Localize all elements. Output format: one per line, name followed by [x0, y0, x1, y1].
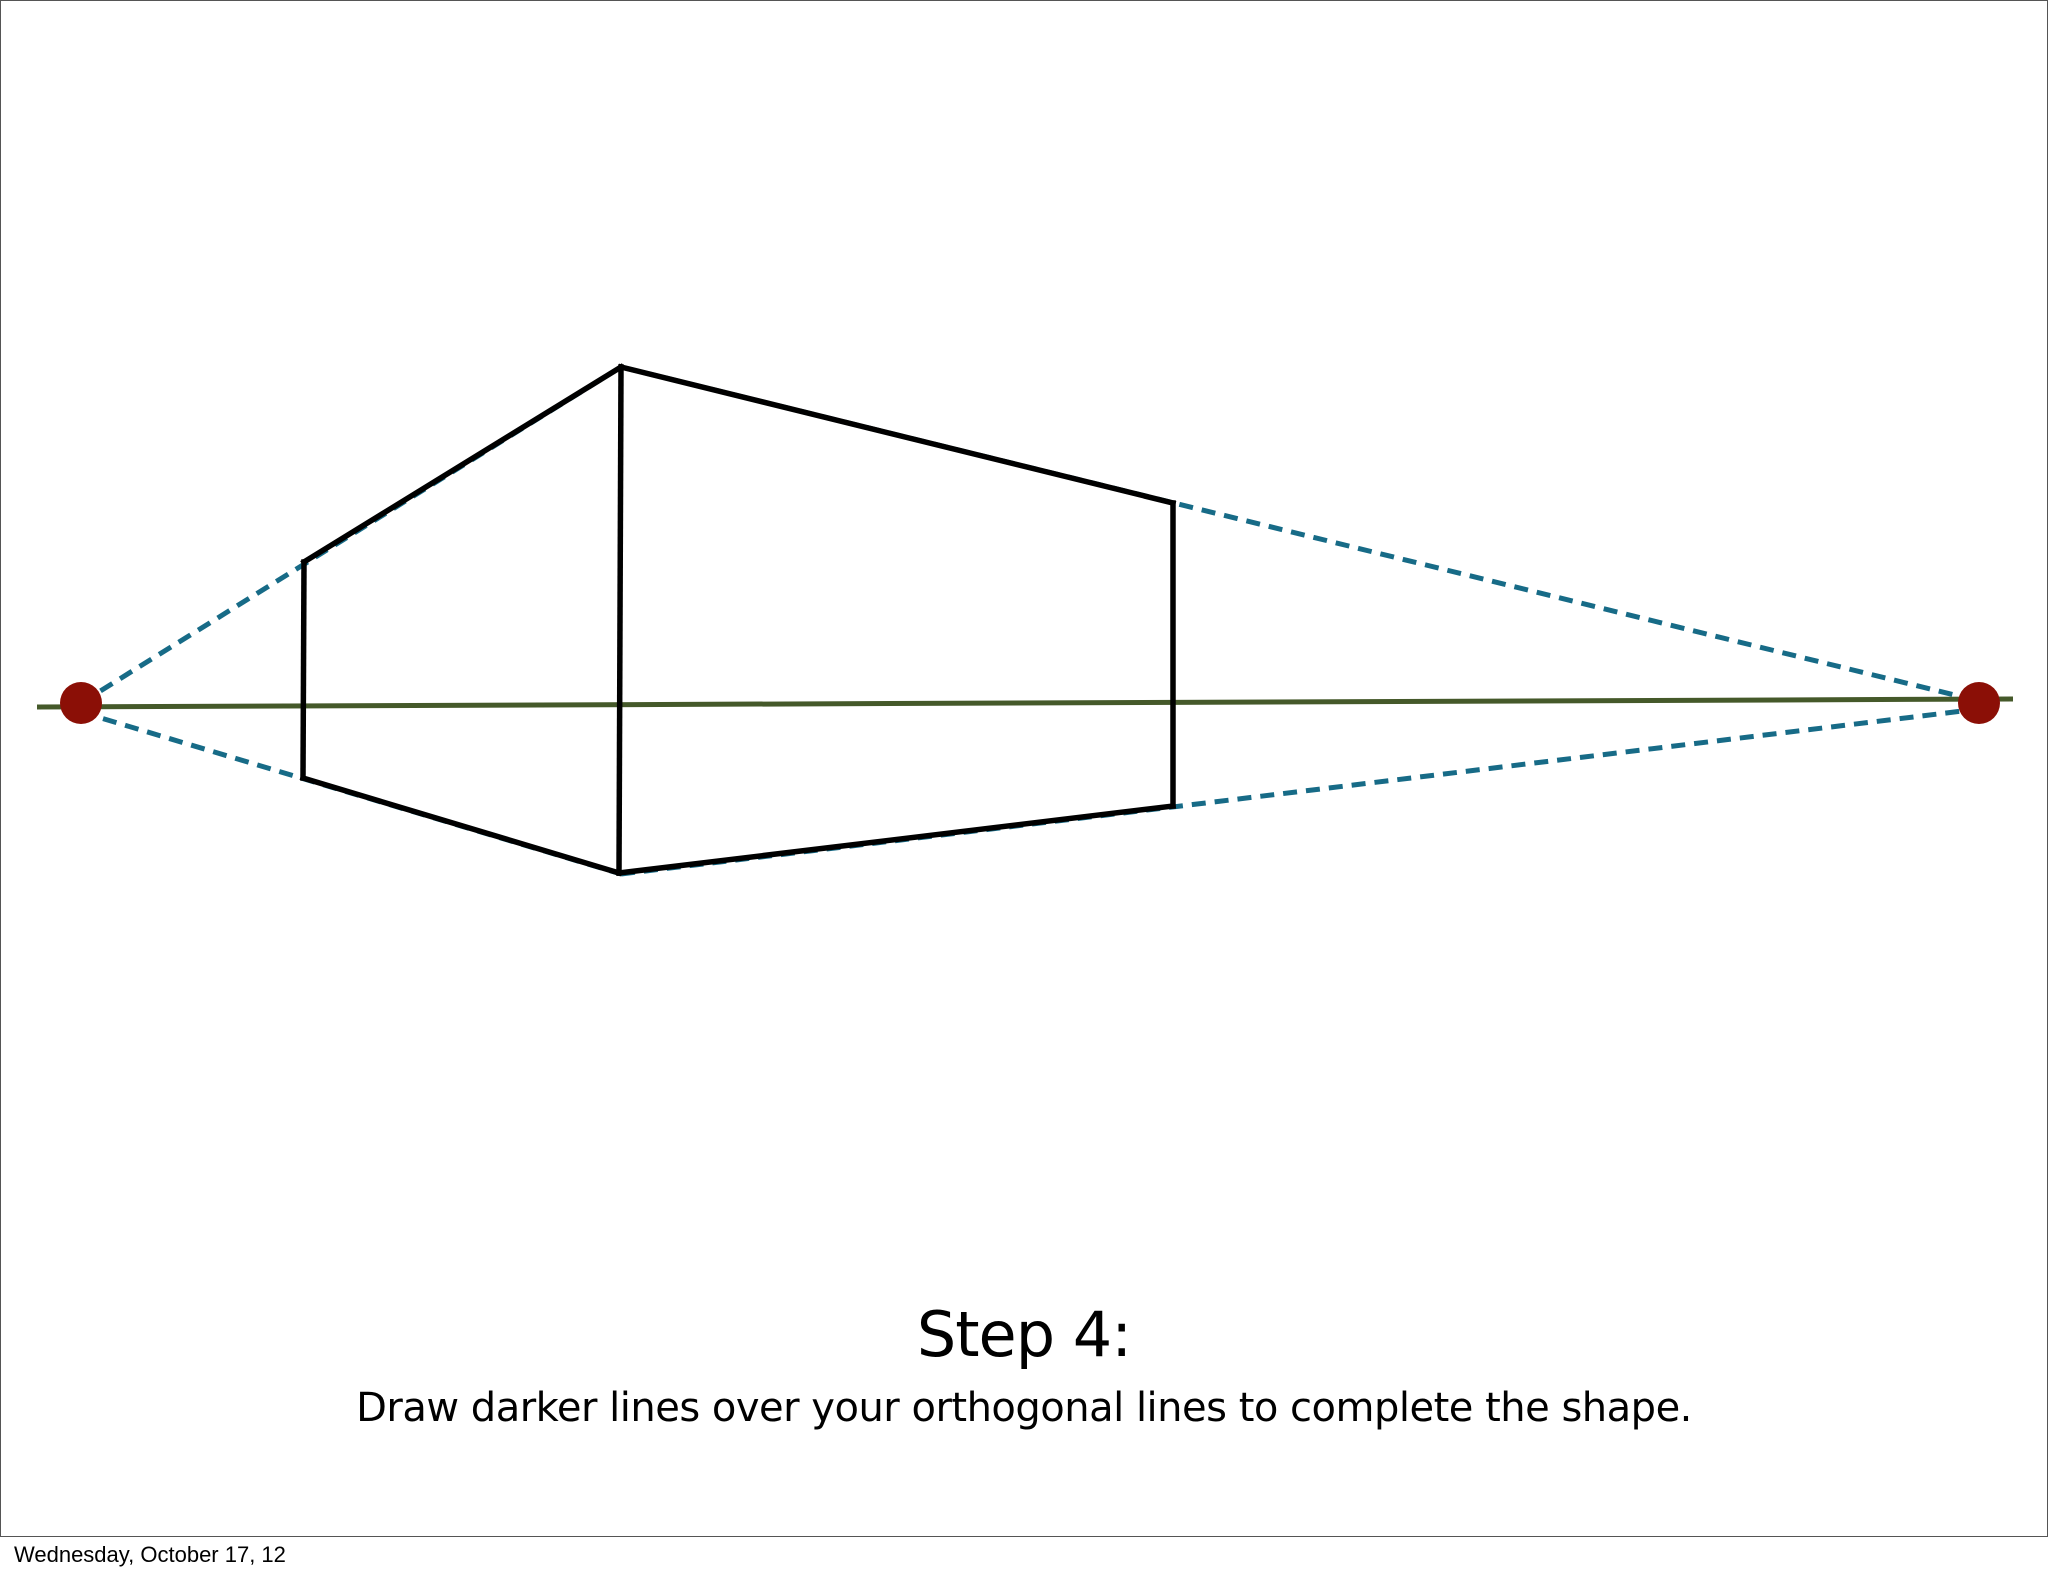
box-top-right-edge [617, 363, 1177, 507]
horizon-line [36, 696, 2014, 710]
vanishing-point-left [60, 682, 102, 724]
box-top-left-edge [300, 363, 625, 566]
orthogonal-line-right-bottom [620, 706, 1980, 877]
perspective-diagram [36, 363, 2014, 877]
box-bottom-right-edge [615, 802, 1177, 877]
step-instruction: Draw darker lines over your orthogonal l… [356, 1385, 1692, 1431]
box-shape [299, 363, 1177, 877]
box-front-edge [616, 364, 624, 876]
vanishing-point-right [1958, 682, 2000, 724]
footer-date: Wednesday, October 17, 12 [14, 1542, 286, 1567]
box-left-edge [300, 559, 307, 781]
box-bottom-left-edge [299, 774, 623, 877]
step-title: Step 4: [916, 1298, 1132, 1371]
slide: Step 4: Draw darker lines over your orth… [0, 0, 2048, 1537]
